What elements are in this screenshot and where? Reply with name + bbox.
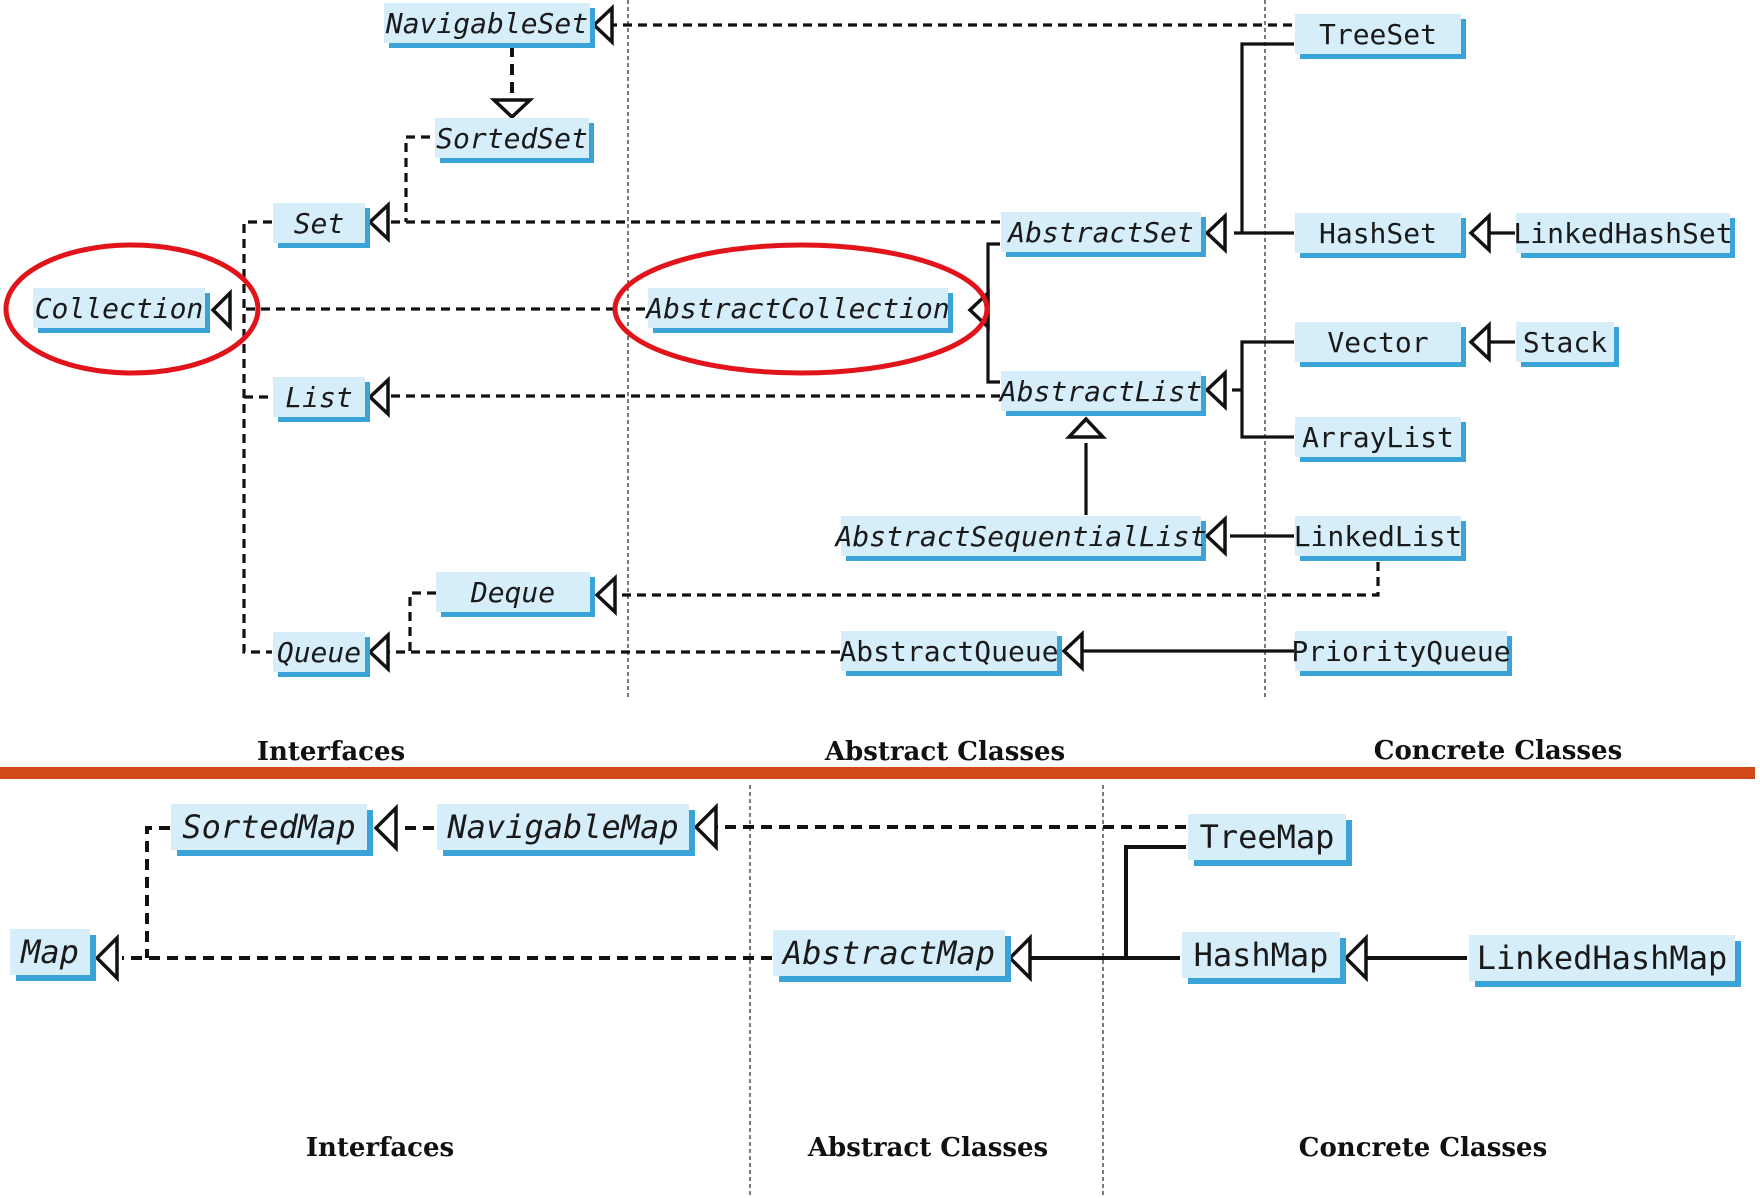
collection-connectors (242, 23, 1515, 654)
col-label-concrete-top: Concrete Classes (1374, 736, 1623, 766)
label-abstract-map: AbstractMap (781, 934, 995, 972)
label-queue: Queue (277, 636, 361, 669)
box-map: Map (10, 929, 96, 981)
label-deque: Deque (470, 576, 555, 609)
box-abstract-list: AbstractList (998, 371, 1206, 416)
label-abstract-set: AbstractSet (1006, 216, 1193, 249)
col-label-interfaces-bottom: Interfaces (306, 1133, 454, 1163)
col-label-abstract-top: Abstract Classes (824, 737, 1065, 767)
box-list: List (273, 377, 370, 422)
box-linked-hash-map: LinkedHashMap (1469, 935, 1741, 987)
label-map: Map (20, 933, 79, 971)
label-collection: Collection (35, 292, 204, 325)
map-arrowheads (94, 802, 1368, 983)
box-navigable-map: NavigableMap (437, 804, 695, 856)
label-list: List (285, 381, 352, 414)
label-linked-list: LinkedList (1294, 520, 1463, 553)
label-sorted-map: SortedMap (182, 808, 355, 846)
box-queue: Queue (273, 632, 370, 677)
label-sorted-set: SortedSet (436, 122, 588, 155)
label-linked-hash-set: LinkedHashSet (1513, 217, 1732, 250)
section-separator (0, 767, 1755, 779)
highlight-collection (3, 242, 261, 376)
label-abstract-list: AbstractList (998, 375, 1202, 408)
box-vector: Vector (1295, 322, 1466, 367)
label-vector: Vector (1327, 326, 1428, 359)
map-connectors (122, 825, 1467, 960)
label-abstract-queue: AbstractQueue (839, 635, 1058, 668)
collection-arrowheads (210, 3, 1491, 674)
box-set: Set (273, 203, 370, 248)
label-linked-hash-map: LinkedHashMap (1477, 939, 1727, 977)
label-abstract-collection: AbstractCollection (644, 292, 949, 325)
box-tree-set: TreeSet (1295, 14, 1466, 59)
box-hash-set: HashSet (1295, 213, 1466, 258)
label-navigable-map: NavigableMap (446, 808, 678, 846)
col-label-abstract-bottom: Abstract Classes (807, 1133, 1048, 1163)
box-abstract-sequential-list: AbstractSequentialList (834, 516, 1207, 561)
box-abstract-collection: AbstractCollection (644, 288, 953, 333)
label-hash-set: HashSet (1319, 217, 1437, 250)
col-label-interfaces-top: Interfaces (257, 737, 405, 767)
label-priority-queue: PriorityQueue (1291, 635, 1510, 668)
box-abstract-set: AbstractSet (1001, 212, 1206, 257)
label-set: Set (294, 207, 345, 240)
box-tree-map: TreeMap (1188, 814, 1352, 866)
box-sorted-set: SortedSet (435, 118, 594, 163)
box-hash-map: HashMap (1182, 932, 1346, 984)
label-navigable-set: NavigableSet (385, 7, 588, 40)
box-priority-queue: PriorityQueue (1291, 631, 1512, 676)
box-stack: Stack (1516, 322, 1619, 367)
label-tree-map: TreeMap (1200, 818, 1335, 856)
label-tree-set: TreeSet (1319, 18, 1437, 51)
label-stack: Stack (1523, 326, 1607, 359)
col-label-concrete-bottom: Concrete Classes (1299, 1133, 1548, 1163)
box-linked-list: LinkedList (1294, 516, 1466, 561)
box-deque: Deque (436, 572, 595, 617)
box-array-list: ArrayList (1295, 417, 1466, 462)
box-collection: Collection (33, 288, 210, 333)
box-sorted-map: SortedMap (171, 804, 373, 856)
box-abstract-queue: AbstractQueue (839, 631, 1062, 676)
label-abstract-sequential-list: AbstractSequentialList (834, 520, 1207, 553)
box-linked-hash-set: LinkedHashSet (1513, 213, 1735, 258)
box-abstract-map: AbstractMap (773, 930, 1011, 982)
highlight-abstract-collection (612, 242, 990, 376)
box-navigable-set: NavigableSet (384, 3, 595, 48)
label-array-list: ArrayList (1302, 421, 1454, 454)
label-hash-map: HashMap (1194, 936, 1329, 974)
